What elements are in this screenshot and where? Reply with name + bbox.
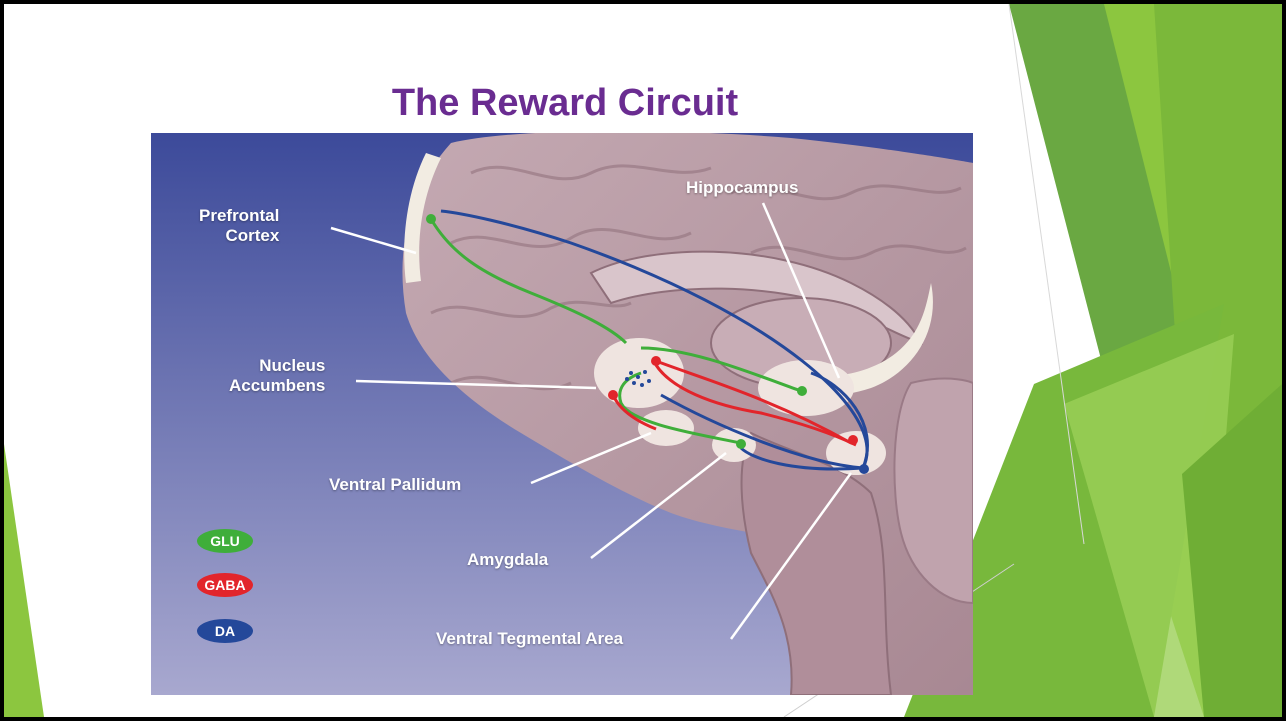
label-nucleus-line1: Nucleus <box>229 356 325 376</box>
slide-title: The Reward Circuit <box>154 82 976 125</box>
legend-da: DA <box>197 619 253 643</box>
label-prefrontal-line2: Cortex <box>199 226 279 246</box>
label-prefrontal-line1: Prefrontal <box>199 206 279 226</box>
label-prefrontal-cortex: Prefrontal Cortex <box>199 206 279 246</box>
pfc-glu-neuron <box>426 214 436 224</box>
reward-circuit-figure: Prefrontal Cortex Hippocampus Nucleus Ac… <box>151 133 973 695</box>
legend-glu: GLU <box>197 529 253 553</box>
label-hippocampus: Hippocampus <box>686 178 798 198</box>
nacc-gaba-neuron <box>651 356 661 366</box>
label-nucleus-accumbens: Nucleus Accumbens <box>229 356 325 396</box>
label-vta: Ventral Tegmental Area <box>436 629 623 649</box>
slide: The Reward Circuit <box>4 4 1282 717</box>
vta-da-neuron <box>859 464 869 474</box>
amygdala-region <box>712 428 756 462</box>
label-ventral-pallidum: Ventral Pallidum <box>329 475 461 495</box>
nacc-gaba-neuron <box>608 390 618 400</box>
vta-gaba-neuron <box>848 435 858 445</box>
amygdala-glu-neuron <box>736 439 746 449</box>
label-nucleus-line2: Accumbens <box>229 376 325 396</box>
hippocampus-glu-neuron <box>797 386 807 396</box>
legend-gaba: GABA <box>197 573 253 597</box>
green-shape-left <box>4 444 44 717</box>
label-amygdala: Amygdala <box>467 550 548 570</box>
